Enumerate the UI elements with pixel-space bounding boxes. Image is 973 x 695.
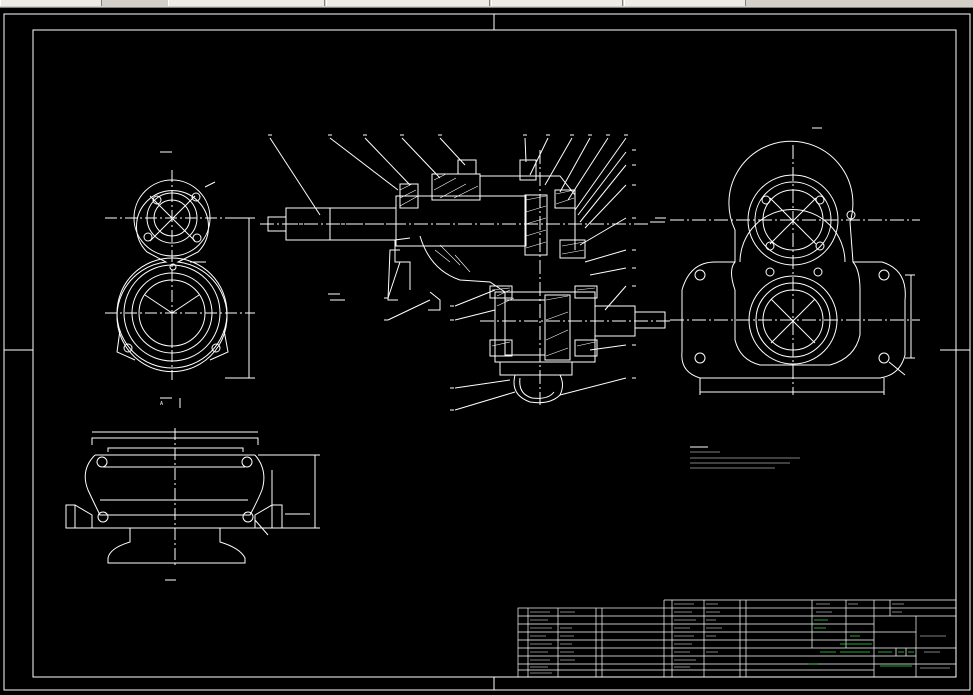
technical-notes (690, 451, 800, 469)
left-flange-view (105, 170, 255, 380)
title-block-cell-marks (530, 603, 950, 674)
right-housing-view (670, 140, 920, 395)
central-section-view (260, 137, 672, 411)
left-bottom-view-label: A (160, 401, 163, 407)
outer-frame (3, 13, 971, 691)
callout-marks (160, 127, 822, 581)
toolbar-segment[interactable] (168, 0, 325, 6)
section-hatching (399, 173, 596, 357)
title-block-green-marks (808, 619, 914, 667)
cad-toolbar (0, 0, 973, 8)
cad-drawing-canvas[interactable]: A (0, 8, 973, 695)
toolbar-segment[interactable] (0, 0, 102, 6)
toolbar-segment[interactable] (624, 0, 746, 6)
toolbar-segment[interactable] (326, 0, 490, 6)
title-block (517, 599, 957, 678)
drawing-labels: A (160, 401, 163, 407)
toolbar-segment[interactable] (491, 0, 623, 6)
left-side-view (65, 428, 320, 568)
